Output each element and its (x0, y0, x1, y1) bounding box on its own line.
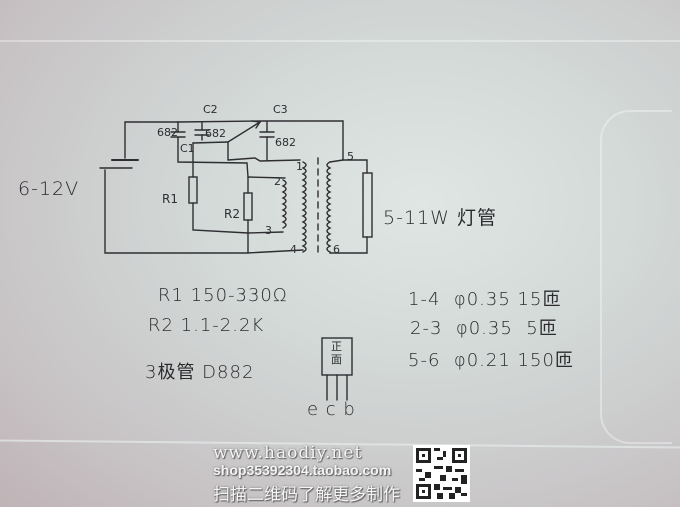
pin-2: 2 (274, 175, 281, 188)
c2-value: 682 (205, 127, 226, 140)
r2-label: R2 (224, 207, 240, 221)
capacitor-c3 (259, 121, 275, 161)
qr-code (413, 445, 470, 502)
r2-spec: R2 1.1-2.2K (148, 315, 265, 336)
transistor-pin-labels: e c b (307, 399, 356, 420)
transistor-package (321, 337, 353, 401)
winding-wire: φ0.35 (453, 289, 511, 310)
c3-value: 682 (275, 136, 296, 149)
resistor-r1 (188, 142, 284, 234)
pin-1: 1 (296, 160, 303, 173)
winding-pins: 5-6 (408, 350, 441, 371)
pin-4: 4 (290, 243, 297, 256)
capacitor-c2 (194, 121, 210, 141)
transistor-face-label: 正面 (331, 340, 343, 366)
top-wire (177, 120, 368, 174)
winding-wire: φ0.21 (453, 350, 511, 371)
winding-row: 2-3 φ0.35 5匝 (410, 314, 558, 340)
resistor-r2 (243, 176, 286, 254)
winding-pins: 2-3 (410, 318, 443, 339)
c1-value: 682 (157, 126, 178, 139)
paper-fold (600, 110, 672, 444)
pin-3: 3 (265, 224, 272, 237)
lamp-tube (362, 172, 373, 238)
winding-1-4 (301, 161, 307, 253)
pin-5: 5 (347, 150, 354, 163)
winding-pins: 1-4 (408, 289, 441, 310)
winding-row: 5-6 φ0.21 150匝 (408, 346, 574, 372)
capacitor-c1 (170, 121, 249, 178)
watermark-site: www.haodiy.net (213, 443, 363, 463)
pin-6: 6 (333, 243, 340, 256)
transistor-spec: 3极管 D882 (145, 362, 255, 383)
c2-label: C2 (203, 103, 218, 116)
transistor-symbol (192, 120, 301, 162)
c3-label: C3 (273, 103, 288, 116)
winding-turns: 150匝 (517, 350, 574, 371)
winding-turns: 15匝 (517, 289, 562, 310)
watermark-shop: shop35392304.taobao.com (213, 462, 392, 478)
qr-code-image (416, 448, 467, 499)
watermark-note: 扫描二维码了解更多制作 (213, 485, 400, 504)
winding-turns: 5匝 (526, 318, 558, 339)
battery (99, 121, 304, 254)
paper-edge (0, 40, 680, 42)
winding-5-6 (326, 159, 368, 254)
r1-label: R1 (162, 192, 178, 206)
r1-spec: R1 150-330Ω (158, 285, 288, 306)
winding-2-3 (281, 179, 287, 229)
lamp-label: 5-11W 灯管 (383, 207, 497, 229)
supply-voltage-label: 6-12V (18, 178, 80, 200)
c1-label: C1 (180, 142, 195, 155)
winding-wire: φ0.35 (455, 318, 513, 339)
winding-row: 1-4 φ0.35 15匝 (408, 285, 561, 311)
